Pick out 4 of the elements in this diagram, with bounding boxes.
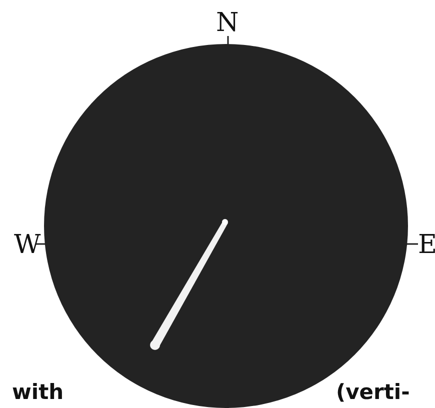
east-label: E [418,232,435,258]
north-label: N [216,10,239,36]
west-label: W [14,232,41,258]
caption-text: (verti- [336,382,410,403]
